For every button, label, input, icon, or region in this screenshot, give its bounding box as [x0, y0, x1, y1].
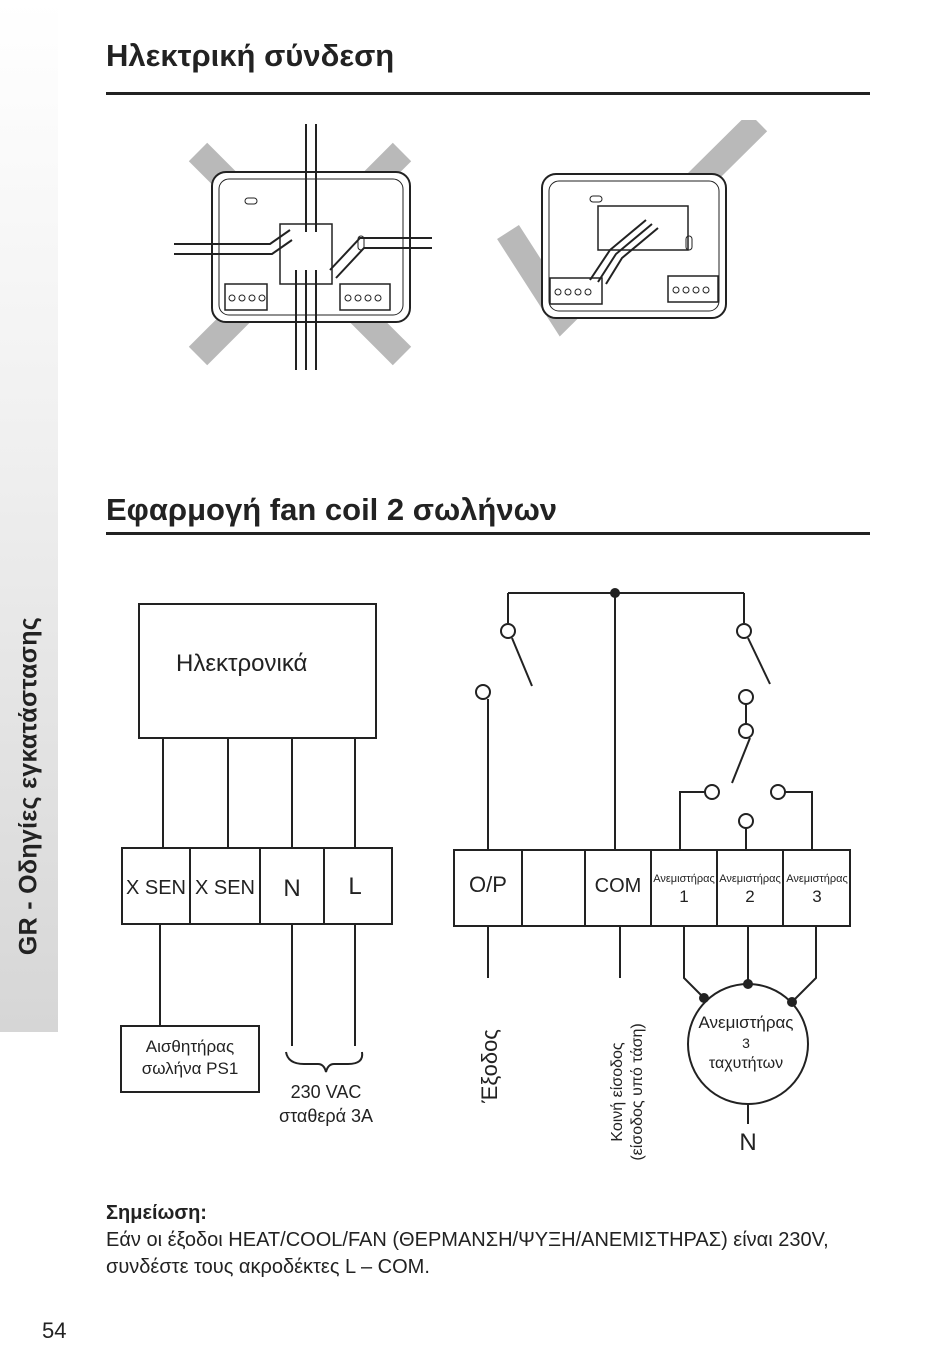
- terminal-x-sen-2-label: X SEN: [195, 877, 255, 899]
- note-text: Εάν οι έξοδοι HEAT/COOL/FAN (ΘΕΡΜΑΝΣΗ/ΨΥ…: [106, 1229, 829, 1278]
- supply-label-line-1: 230 VAC: [291, 1082, 362, 1102]
- terminal-fan-3-label: Ανεμιστήρας: [786, 873, 848, 885]
- terminal-l-label: L: [348, 873, 361, 900]
- section-title-electrical-connection: Ηλεκτρική σύνδεση: [106, 38, 395, 73]
- terminal-com-label: COM: [595, 875, 642, 897]
- terminal-n-label: N: [283, 875, 300, 902]
- electronics-label: Ηλεκτρονικά: [176, 650, 308, 677]
- terminal-fan-1-label: Ανεμιστήρας: [653, 873, 715, 885]
- sensor-label-line-1: Αισθητήρας: [146, 1037, 234, 1056]
- note-title: Σημείωση:: [106, 1202, 207, 1224]
- correct-wiring-illustration: [497, 120, 768, 337]
- side-tab: GR - Οδηγίες εγκατάστασης: [0, 0, 58, 1032]
- neutral-label: N: [739, 1129, 756, 1156]
- note: Σημείωση: Εάν οι έξοδοι HEAT/COOL/FAN (Θ…: [106, 1200, 896, 1281]
- supply-brace: [285, 1051, 364, 1073]
- terminal-x-sen-1-label: X SEN: [126, 877, 186, 899]
- page-number: 54: [42, 1318, 67, 1343]
- sensor-box: [120, 1025, 260, 1093]
- terminal-fan-2-label: Ανεμιστήρας: [719, 873, 781, 885]
- terminal-op-label: O/P: [469, 872, 507, 897]
- supply-label-line-2: σταθερά 3A: [279, 1106, 373, 1126]
- output-label: Έξοδος: [477, 1029, 502, 1104]
- section-divider: [106, 92, 870, 95]
- electronics-box: [138, 603, 377, 739]
- wrong-wiring-illustration: [174, 124, 432, 370]
- fan-motor-label-line-1: Ανεμιστήρας: [698, 1013, 793, 1032]
- terminal-fan-1-number: 1: [679, 887, 688, 906]
- fan-motor-label-line-2: 3: [742, 1035, 750, 1051]
- terminal-fan-3-number: 3: [812, 887, 821, 906]
- terminal-fan-2-number: 2: [745, 887, 754, 906]
- common-input-label-line-2: (είσοδος υπό τάση): [629, 1023, 646, 1160]
- sensor-label-line-2: σωλήνα PS1: [142, 1059, 239, 1078]
- connection-illustrations: [174, 120, 768, 370]
- left-terminal-block: [121, 847, 393, 925]
- common-input-label-line-1: Κοινή είσοδος: [609, 1042, 626, 1142]
- wiring-diagram: Ηλεκτρονικά X SEN X SEN N L O/P COM Ανεμ…: [120, 588, 851, 1161]
- section-divider: [106, 532, 870, 535]
- section-title-fan-coil: Εφαρμογή fan coil 2 σωλήνων: [106, 492, 557, 527]
- fan-motor-label-line-3: ταχυτήτων: [709, 1055, 783, 1072]
